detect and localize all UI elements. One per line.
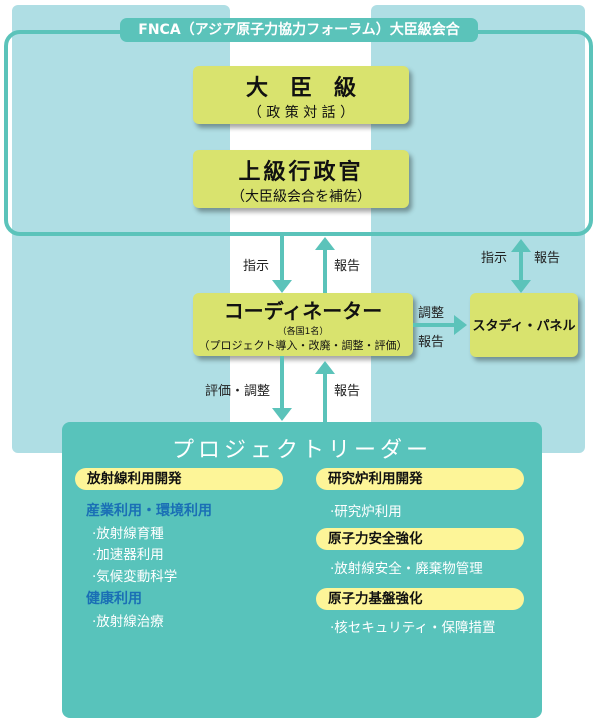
coordinator-role: （プロジェクト導入・改廃・調整・評価） xyxy=(198,339,408,352)
arrow-up-leader-report xyxy=(315,361,335,374)
label-leader-report: 報告 xyxy=(334,384,361,399)
arrow-up-report xyxy=(315,237,335,250)
item-therapy: ·放射線治療 xyxy=(92,614,164,630)
group-industry: 産業利用・環境利用 xyxy=(86,503,212,519)
project-leader-panel: プロジェクトリーダー 放射線利用開発 産業利用・環境利用 ·放射線育種 ·加速器… xyxy=(62,422,542,718)
study-panel-title: スタディ・パネル xyxy=(472,319,576,334)
group-health: 健康利用 xyxy=(86,591,142,607)
project-leader-title: プロジェクトリーダー xyxy=(171,438,432,463)
arrow-down-panel xyxy=(511,280,531,293)
label-report: 報告 xyxy=(334,259,361,274)
label-adjust-report: 報告 xyxy=(418,335,445,350)
item-safety: ·放射線安全・廃棄物管理 xyxy=(330,561,483,577)
label-instruct: 指示 xyxy=(243,259,270,274)
senior-title: 上級行政官 xyxy=(238,160,364,185)
coordinator-box: コーディネーター （各国1名） （プロジェクト導入・改廃・調整・評価） xyxy=(193,293,413,356)
meeting-title: FNCA（アジア原子力協力フォーラム）大臣級会合 xyxy=(120,18,478,42)
item-security: ·核セキュリティ・保障措置 xyxy=(330,620,496,636)
senior-subtitle: （大臣級会合を補佐） xyxy=(231,189,371,205)
item-accelerator: ·加速器利用 xyxy=(92,547,164,563)
heading-radiation: 放射線利用開発 xyxy=(75,468,283,490)
item-climate: ·気候変動科学 xyxy=(92,569,178,585)
item-breeding: ·放射線育種 xyxy=(92,526,164,542)
label-adjust: 調整 xyxy=(418,306,445,321)
heading-safety: 原子力安全強化 xyxy=(316,528,524,550)
coordinator-note: （各国1名） xyxy=(277,327,329,337)
item-research-reactor: ·研究炉利用 xyxy=(330,504,402,520)
coordinator-title: コーディネーター xyxy=(223,299,383,323)
label-panel-report: 報告 xyxy=(534,251,561,266)
minister-box: 大 臣 級 （ 政 策 対 話 ） xyxy=(193,66,409,124)
heading-research-reactor: 研究炉利用開発 xyxy=(316,468,524,490)
arrow-down-evaluate xyxy=(272,408,292,421)
minister-subtitle: （ 政 策 対 話 ） xyxy=(247,105,355,121)
label-evaluate: 評価・調整 xyxy=(205,384,271,399)
arrow-up-panel xyxy=(511,239,531,252)
minister-title: 大 臣 級 xyxy=(245,76,356,101)
arrow-down-instruct xyxy=(272,280,292,293)
arrow-right-adjust xyxy=(454,315,467,335)
senior-officials-box: 上級行政官 （大臣級会合を補佐） xyxy=(193,150,409,208)
heading-infrastructure: 原子力基盤強化 xyxy=(316,588,524,610)
label-panel-instruct: 指示 xyxy=(481,251,508,266)
study-panel-box: スタディ・パネル xyxy=(470,293,578,357)
